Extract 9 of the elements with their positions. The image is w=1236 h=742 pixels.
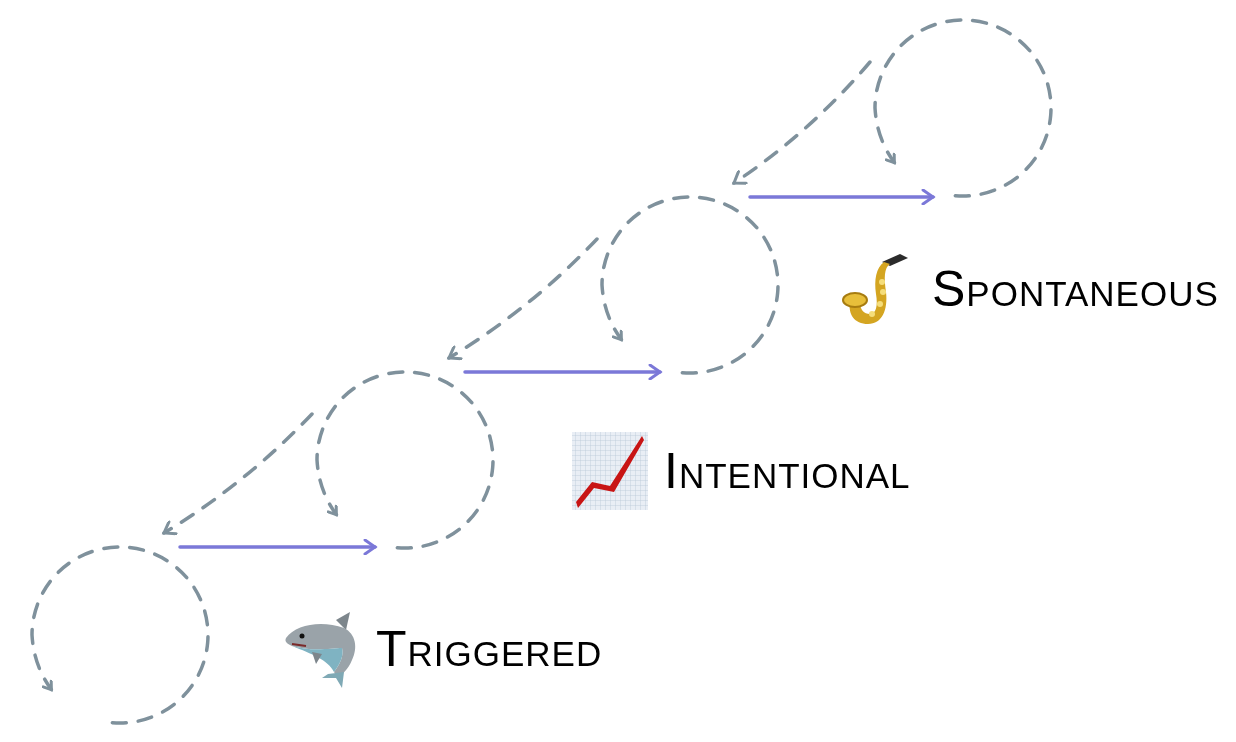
- category-label: Spontaneous: [932, 260, 1219, 318]
- arrow: [748, 188, 935, 206]
- category-label: Triggered: [376, 620, 603, 678]
- arrow: [162, 412, 314, 536]
- arrow: [732, 60, 872, 185]
- arrow: [178, 538, 377, 556]
- category-label: Intentional: [664, 442, 911, 500]
- arrow: [463, 363, 662, 381]
- arrow: [447, 237, 599, 361]
